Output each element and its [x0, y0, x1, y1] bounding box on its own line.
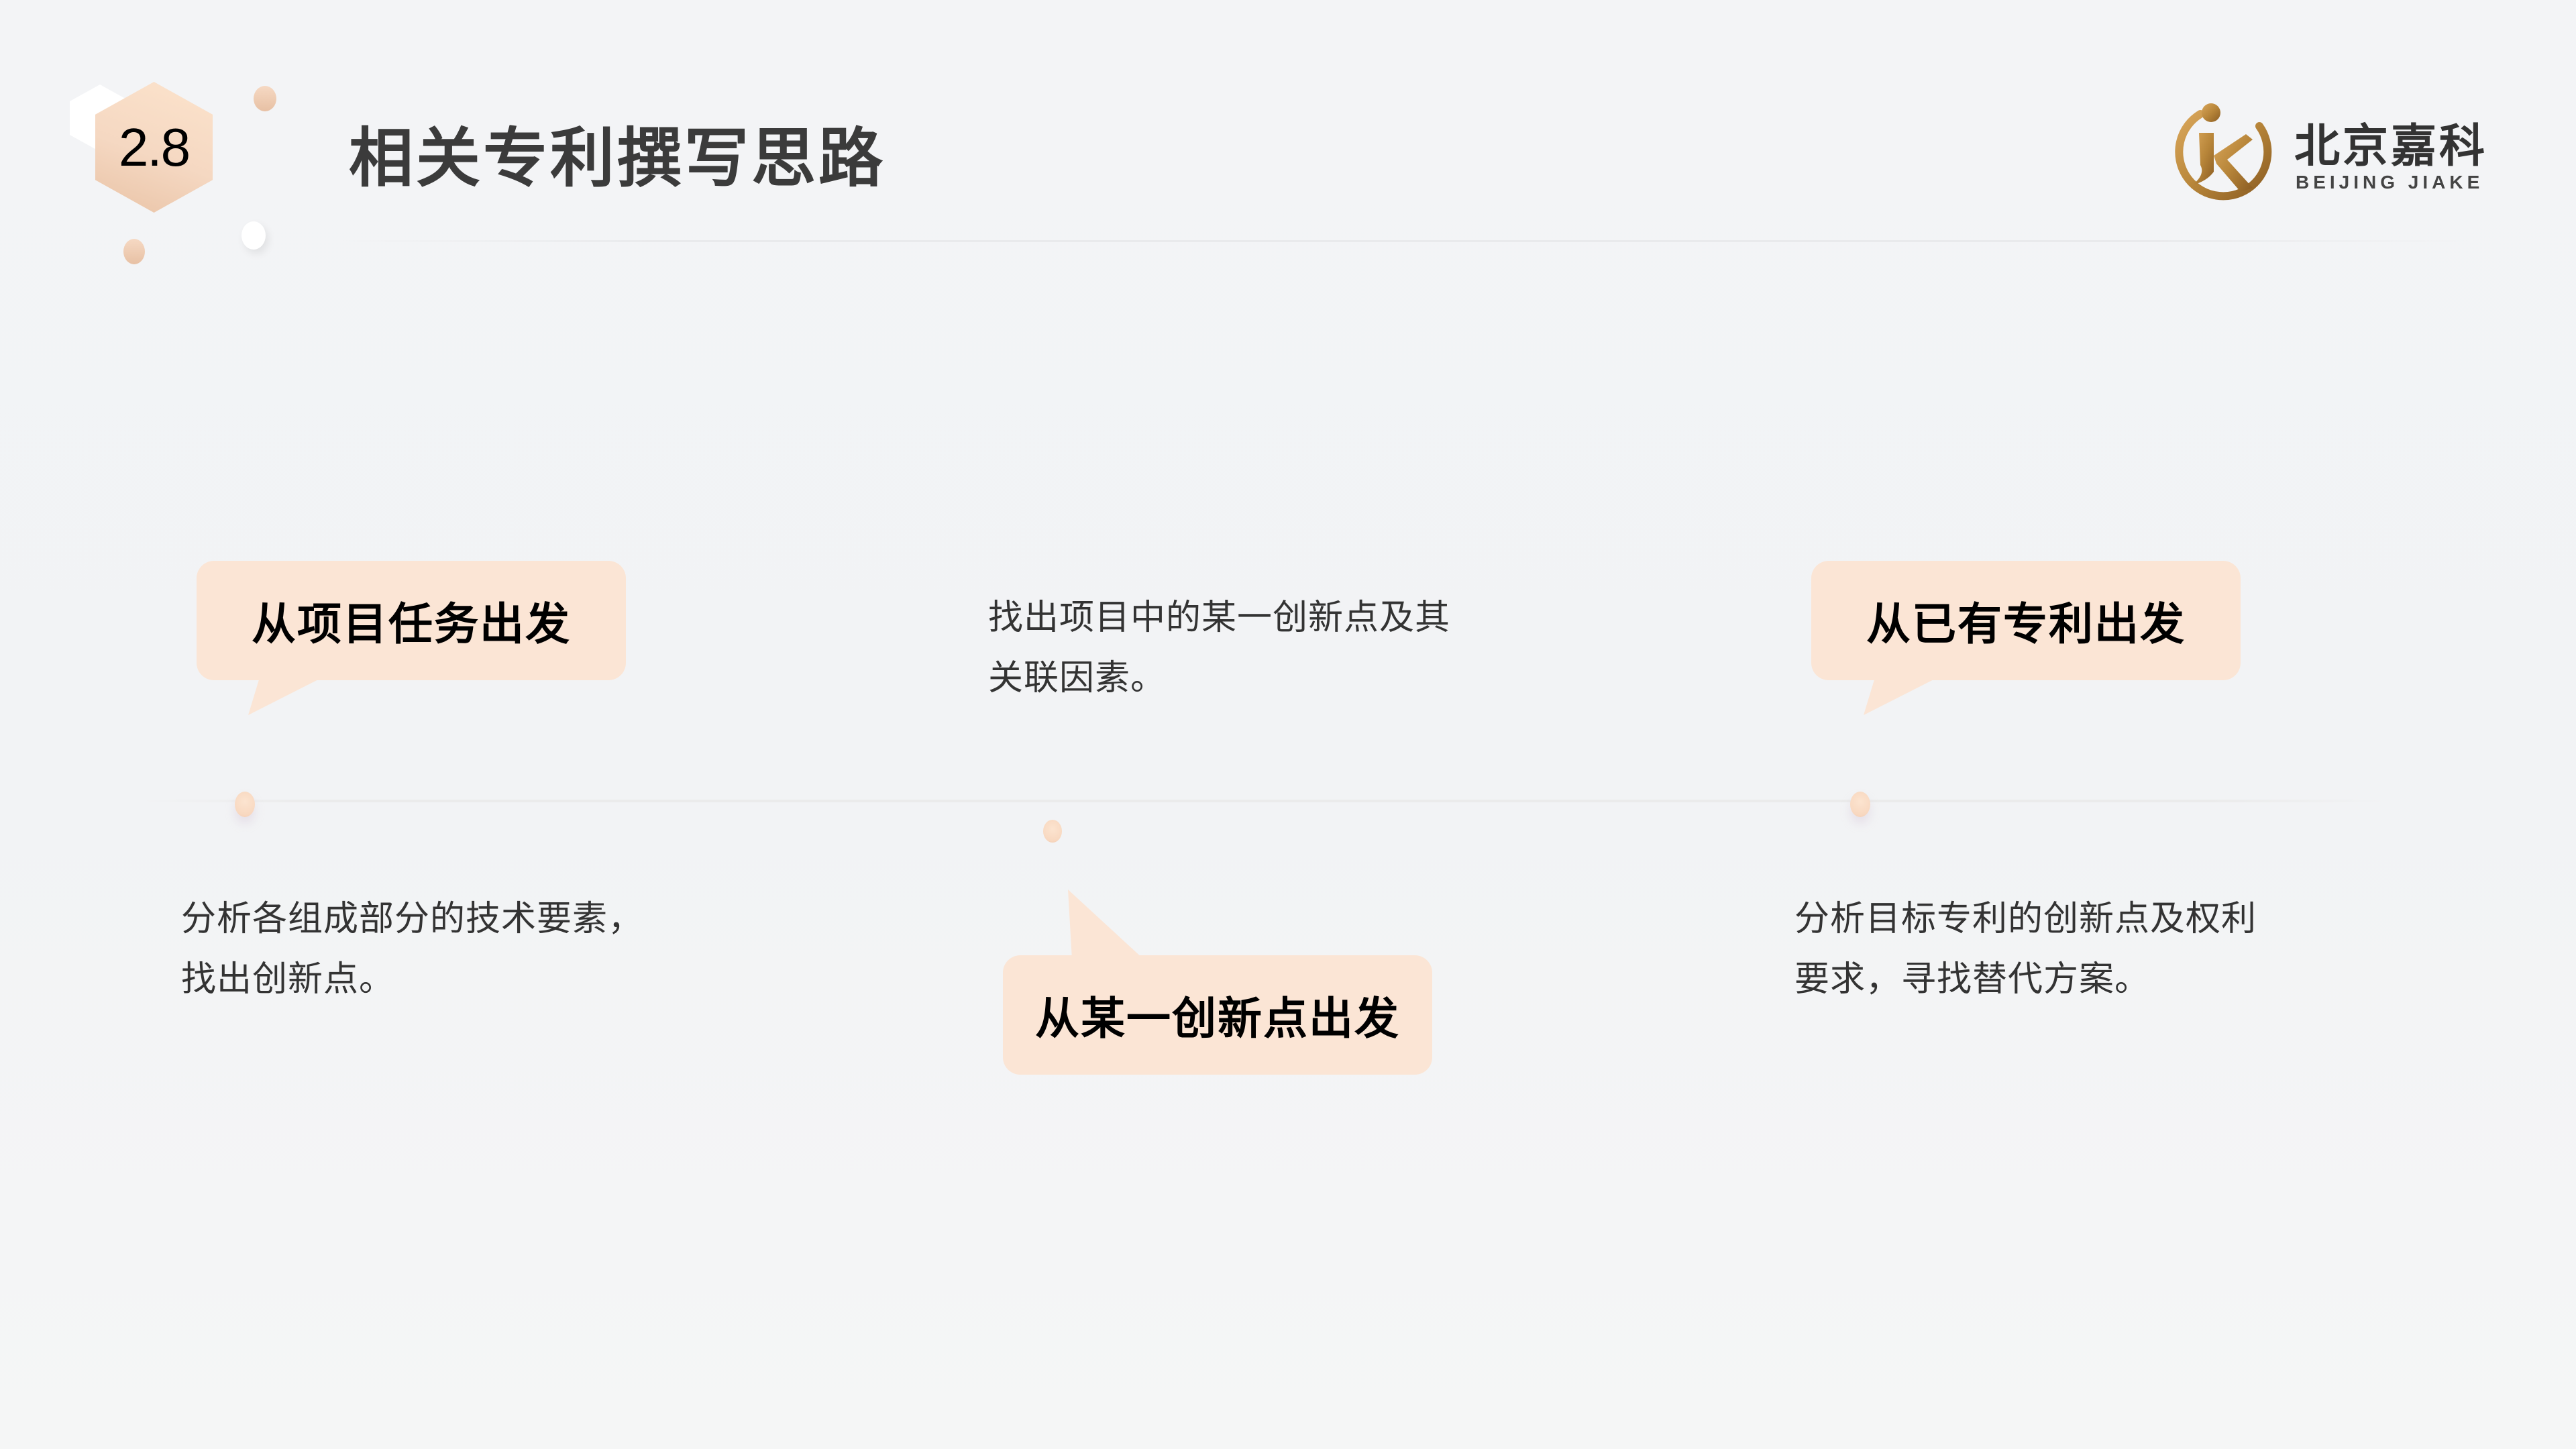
step-2-label: 从某一创新点出发	[1035, 994, 1400, 1043]
page-title: 相关专利撰写思路	[349, 123, 885, 195]
decor-dot-white-icon	[241, 221, 266, 250]
timeline-line	[141, 800, 2388, 802]
step-2-description: 找出项目中的某一创新点及其 关联因素。	[988, 588, 1450, 708]
header-divider	[342, 240, 2469, 242]
description-line: 找出项目中的某一创新点及其	[988, 598, 1451, 637]
step-2-bubble: 从某一创新点出发	[1003, 955, 1432, 1075]
decor-dot-icon	[254, 86, 276, 111]
timeline-dot-1	[235, 792, 255, 817]
speech-bubble-tail	[248, 671, 335, 715]
speech-bubble-tail	[1864, 671, 1951, 715]
logo-name-cn: 北京嘉科	[2294, 121, 2488, 172]
step-1-bubble: 从项目任务出发	[197, 561, 626, 680]
description-line: 分析目标专利的创新点及权利	[1794, 900, 2257, 938]
jk-monogram-icon	[2175, 103, 2272, 201]
step-3-bubble: 从已有专利出发	[1811, 561, 2241, 680]
description-line: 找出创新点。	[181, 960, 395, 999]
speech-bubble-tail	[1068, 890, 1144, 959]
description-line: 要求，寻找替代方案。	[1794, 960, 2151, 999]
timeline-dot-3	[1850, 792, 1870, 817]
step-3-label: 从已有专利出发	[1866, 599, 2186, 649]
step-1-description: 分析各组成部分的技术要素， 找出创新点。	[181, 889, 643, 1010]
decor-dot-icon	[123, 239, 145, 264]
timeline-dot-2	[1043, 820, 1062, 843]
step-3-description: 分析目标专利的创新点及权利 要求，寻找替代方案。	[1794, 889, 2257, 1010]
description-line: 关联因素。	[988, 659, 1167, 698]
step-1-label: 从项目任务出发	[252, 599, 571, 649]
description-line: 分析各组成部分的技术要素，	[181, 900, 644, 938]
logo-name-en: BEIJING JIAKE	[2296, 172, 2484, 193]
company-logo: 北京嘉科 BEIJING JIAKE	[2174, 99, 2485, 213]
section-number: 2.8	[118, 117, 191, 177]
